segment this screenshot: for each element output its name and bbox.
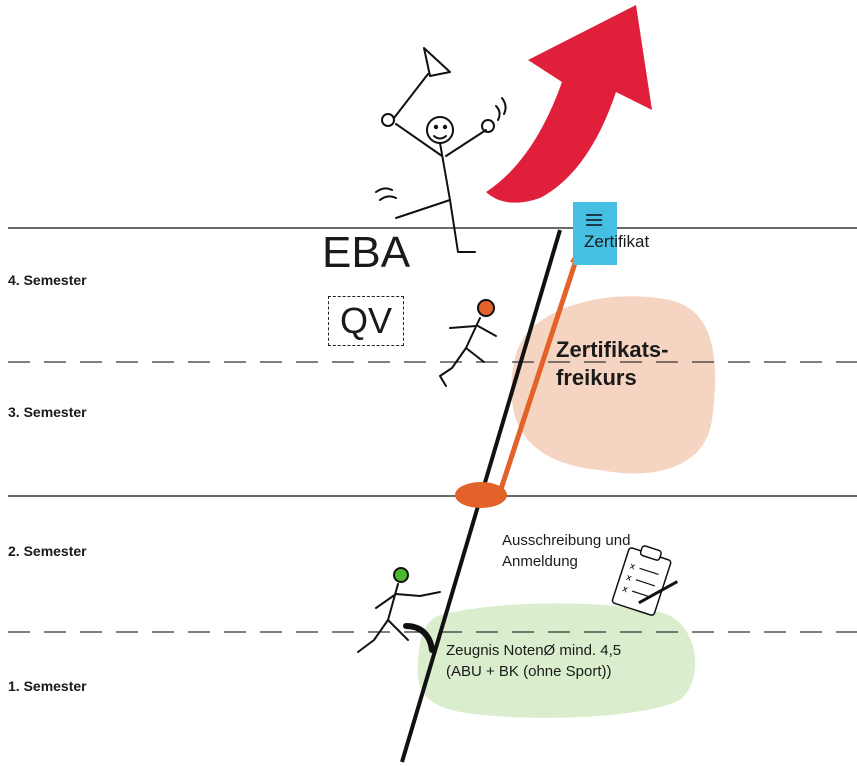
semester-1-label: 1. Semester: [8, 678, 87, 694]
course-blob: [511, 296, 716, 474]
runner-top-figure: [439, 299, 497, 387]
clipboard-checklist-icon: x x x: [611, 545, 679, 616]
document-icon: [573, 202, 617, 265]
registration-line1: Ausschreibung und: [502, 532, 631, 549]
semester-3-label: 3. Semester: [8, 404, 87, 420]
svg-text:x: x: [621, 584, 630, 595]
registration-line2: Anmeldung: [502, 553, 578, 570]
course-title: Zertifikats- freikurs: [556, 336, 668, 392]
branch-arrow: [497, 253, 581, 493]
svg-text:x: x: [625, 573, 634, 584]
branch-point: [455, 482, 507, 508]
registration-text: Ausschreibung und Anmeldung: [502, 530, 630, 572]
course-title-line2: freikurs: [556, 365, 637, 390]
rising-arrow-icon: [486, 5, 652, 203]
start-bracket: [403, 623, 435, 653]
requirement-text: Zeugnis NotenØ mind. 4,5 (ABU + BK (ohne…: [446, 640, 621, 682]
semester-4-label: 4. Semester: [8, 272, 87, 288]
course-title-line1: Zertifikats-: [556, 337, 669, 362]
eba-label: EBA: [322, 228, 411, 277]
svg-text:x: x: [628, 561, 637, 572]
requirement-line1: Zeugnis NotenØ mind. 4,5: [446, 642, 622, 659]
certificate-label: Zertifikat: [584, 232, 650, 251]
qv-label: QV: [339, 300, 392, 341]
runner-bottom-figure: [357, 567, 441, 653]
qv-box: QV: [328, 296, 404, 346]
jumping-figure: [375, 47, 507, 253]
requirement-line2: (ABU + BK (ohne Sport)): [446, 663, 612, 680]
semester-2-label: 2. Semester: [8, 543, 87, 559]
